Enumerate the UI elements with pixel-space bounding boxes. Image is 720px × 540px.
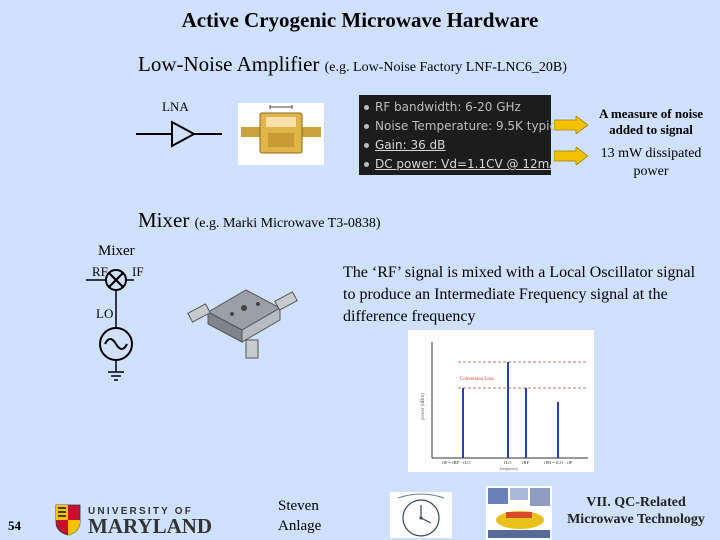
lna-symbol-label: LNA	[162, 99, 189, 114]
mixer-photo	[187, 289, 298, 359]
lna-heading-note: (e.g. Low-Noise Factory LNF-LNC6_20B)	[324, 60, 567, 75]
spectrum-tick-if: fIF = fRF - fLO	[442, 460, 471, 465]
mixer-symbol-label: Mixer	[98, 243, 135, 259]
lna-heading: Low-Noise Amplifier (e.g. Low-Noise Fact…	[138, 52, 567, 77]
power-note: 13 mW dissipated power	[600, 146, 702, 179]
if-port-label: IF	[132, 264, 144, 279]
spectrum-tick-lo: fLO	[504, 460, 512, 465]
arrow-right-icon	[554, 147, 588, 165]
amplifier-symbol-icon	[136, 120, 222, 148]
spec-gain: Gain: 36 dB	[364, 136, 551, 155]
page-number: 54	[8, 518, 21, 533]
noise-note: A measure of noise added to signal	[598, 106, 704, 137]
lo-port-label: LO	[96, 306, 114, 321]
umd-logo: UNIVERSITY OF MARYLAND	[55, 504, 212, 536]
lna-heading-text: Low-Noise Amplifier	[138, 52, 320, 76]
spectrum-tick-im: fIM = fLO - fIF	[544, 460, 573, 465]
spectrum-xlabel: frequency	[500, 466, 519, 471]
clock-image	[390, 492, 452, 538]
mixer-heading-note: (e.g. Marki Microwave T3-0838)	[194, 216, 381, 231]
mixer-heading-text: Mixer	[138, 208, 190, 232]
spectrum-ylabel: power (dBm)	[421, 393, 426, 420]
university-text: UNIVERSITY OF	[88, 506, 193, 517]
spec-dc-power: DC power: Vd=1.1CV @ 12mA	[364, 155, 558, 174]
arrow-right-icon	[554, 116, 588, 134]
author-last-name: Anlage	[278, 518, 322, 534]
author: Steven Anlage	[278, 496, 321, 536]
rf-port-label: RF	[92, 264, 108, 279]
mixer-symbol-icon	[86, 269, 134, 381]
lna-photo	[238, 103, 324, 165]
spec-noise-temperature: Noise Temperature: 9.5K typical	[364, 117, 567, 136]
section-title: VII. QC-Related Microwave Technology	[567, 495, 705, 527]
spectrum-annotation: Conversion Loss	[460, 377, 494, 382]
university-name: MARYLAND	[88, 514, 212, 536]
slide-title: Active Cryogenic Microwave Hardware	[181, 8, 539, 32]
mixer-spectrum-figure: power (dBm) Conversion Loss fIF = fRF - …	[408, 330, 594, 472]
mixer-description: The ‘RF’ signal is mixed with a Local Os…	[343, 264, 696, 325]
spec-bandwidth: RF bandwidth: 6-20 GHz	[364, 98, 551, 117]
collage-image	[486, 486, 552, 540]
lna-spec-box: RF bandwidth: 6-20 GHz Noise Temperature…	[359, 95, 567, 175]
mixer-heading: Mixer (e.g. Marki Microwave T3-0838)	[138, 208, 381, 233]
spectrum-tick-rf: fRF	[522, 460, 530, 465]
author-first-name: Steven	[278, 498, 319, 514]
